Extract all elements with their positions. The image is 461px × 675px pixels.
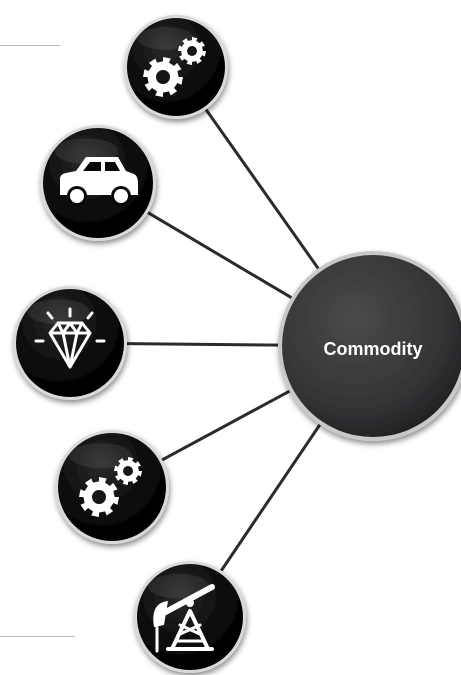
connector-lines [126,108,324,572]
connector-line [147,211,296,301]
oil-pump-icon [153,584,215,653]
spoke-nodes [13,15,246,673]
top-divider-line [0,45,60,46]
hub-label: Commodity [324,339,423,359]
commodity-hub [278,251,461,441]
connector-line [126,342,283,347]
bottom-divider-line [0,636,75,637]
hub-circle [282,255,461,437]
gears-icon [79,457,142,517]
gears-icon [143,37,206,97]
connector-line [161,387,294,462]
diamond-icon [34,307,106,369]
connector-line [204,108,322,273]
connector-line [220,420,324,572]
car-icon [60,157,138,206]
spoke-node [13,286,127,400]
spoke-node [134,561,246,673]
